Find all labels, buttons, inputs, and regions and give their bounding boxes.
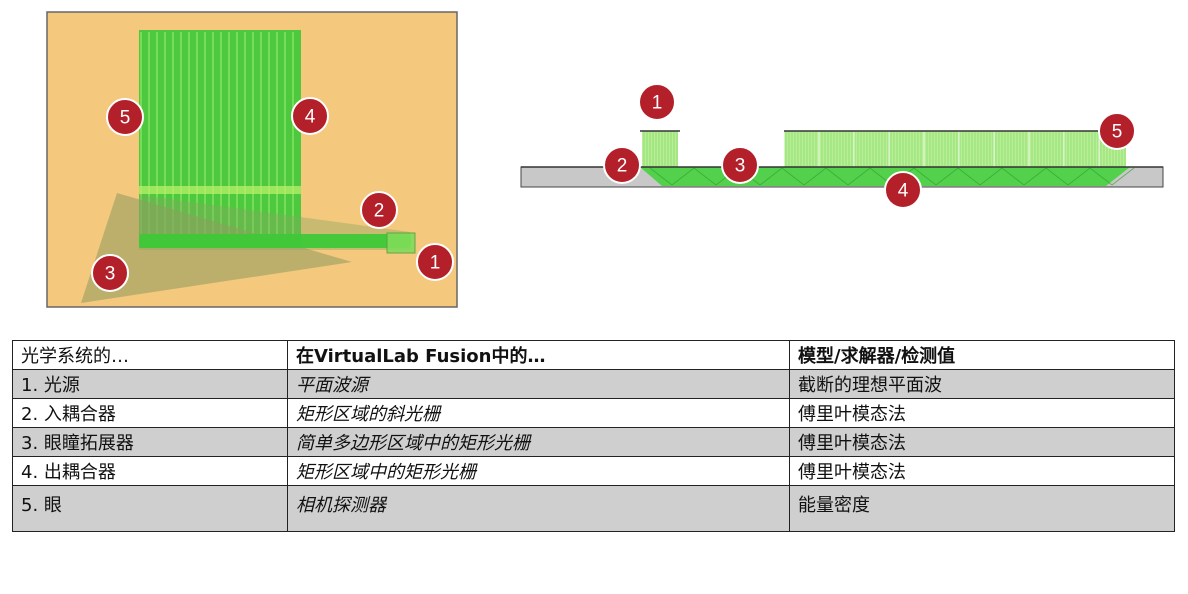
texture-line bbox=[693, 167, 717, 186]
texture-line bbox=[803, 167, 827, 186]
header-optical-part: 光学系统的… bbox=[12, 340, 288, 370]
cell-part: 4. 出耦合器 bbox=[12, 456, 288, 486]
cell-part: 2. 入耦合器 bbox=[12, 398, 288, 428]
source-beam-lines bbox=[643, 132, 678, 167]
texture-line bbox=[825, 167, 849, 186]
texture-line bbox=[671, 167, 695, 186]
header-vlf-component: 在VirtualLab Fusion中的… bbox=[287, 340, 790, 370]
cell-model: 傅里叶模态法 bbox=[789, 427, 1175, 457]
cell-vlf: 相机探测器 bbox=[287, 485, 790, 532]
texture-line bbox=[1067, 167, 1091, 186]
side-marker-3: 3 bbox=[721, 146, 759, 184]
eye-pupil-expander-grating bbox=[139, 234, 411, 248]
texture-line bbox=[649, 167, 673, 186]
texture-line bbox=[1111, 167, 1135, 186]
table-row: 1. 光源 平面波源 截断的理想平面波 bbox=[12, 369, 1175, 399]
side-view: 1 2 3 4 5 bbox=[520, 83, 1164, 209]
in-coupler-grating bbox=[386, 232, 416, 254]
cell-model: 傅里叶模态法 bbox=[789, 456, 1175, 486]
marker-label: 3 bbox=[735, 156, 746, 177]
texture-line bbox=[1023, 167, 1047, 186]
texture-line bbox=[759, 167, 783, 186]
table-header-row: 光学系统的… 在VirtualLab Fusion中的… 模型/求解器/检测值 bbox=[12, 340, 1175, 370]
marker-label: 3 bbox=[105, 264, 116, 285]
side-marker-4: 4 bbox=[884, 171, 922, 209]
top-marker-5: 5 bbox=[106, 98, 144, 136]
marker-label: 5 bbox=[1112, 122, 1123, 143]
cell-part: 3. 眼瞳拓展器 bbox=[12, 427, 288, 457]
side-marker-5: 5 bbox=[1098, 112, 1136, 150]
texture-line bbox=[1001, 167, 1025, 186]
system-diagram: 5 4 2 3 1 1 2 3 4 5 bbox=[46, 11, 1164, 308]
cell-vlf: 矩形区域中的矩形光栅 bbox=[287, 456, 790, 486]
cell-model: 傅里叶模态法 bbox=[789, 398, 1175, 428]
light-strip bbox=[139, 186, 301, 194]
top-marker-4: 4 bbox=[291, 97, 329, 135]
marker-label: 4 bbox=[305, 107, 316, 128]
cell-model: 截断的理想平面波 bbox=[789, 369, 1175, 399]
top-view: 5 4 2 3 1 bbox=[46, 11, 458, 308]
component-table: 光学系统的… 在VirtualLab Fusion中的… 模型/求解器/检测值 … bbox=[12, 340, 1175, 532]
out-coupled-beam bbox=[784, 131, 1126, 167]
table-row: 4. 出耦合器 矩形区域中的矩形光栅 傅里叶模态法 bbox=[12, 456, 1175, 486]
texture-line bbox=[847, 167, 871, 186]
texture-line bbox=[957, 167, 981, 186]
side-marker-1: 1 bbox=[638, 83, 676, 121]
cell-model: 能量密度 bbox=[789, 485, 1175, 532]
texture-line bbox=[935, 167, 959, 186]
texture-line bbox=[1045, 167, 1069, 186]
marker-label: 1 bbox=[652, 93, 663, 114]
marker-label: 1 bbox=[430, 253, 441, 274]
cell-vlf: 平面波源 bbox=[287, 369, 790, 399]
texture-line bbox=[781, 167, 805, 186]
marker-label: 2 bbox=[617, 156, 628, 177]
cell-part: 5. 眼 bbox=[12, 485, 288, 532]
cell-part: 1. 光源 bbox=[12, 369, 288, 399]
cell-vlf: 矩形区域的斜光栅 bbox=[287, 398, 790, 428]
table-row: 3. 眼瞳拓展器 简单多边形区域中的矩形光栅 傅里叶模态法 bbox=[12, 427, 1175, 457]
table-row: 5. 眼 相机探测器 能量密度 bbox=[12, 485, 1175, 532]
top-marker-1: 1 bbox=[416, 243, 454, 281]
texture-line bbox=[913, 167, 937, 186]
top-marker-3: 3 bbox=[91, 254, 129, 292]
marker-label: 2 bbox=[374, 201, 385, 222]
marker-label: 4 bbox=[898, 181, 909, 202]
marker-label: 5 bbox=[120, 108, 131, 129]
cell-vlf: 简单多边形区域中的矩形光栅 bbox=[287, 427, 790, 457]
side-marker-2: 2 bbox=[603, 146, 641, 184]
table-row: 2. 入耦合器 矩形区域的斜光栅 傅里叶模态法 bbox=[12, 398, 1175, 428]
header-model-solver: 模型/求解器/检测值 bbox=[789, 340, 1175, 370]
texture-line bbox=[1089, 167, 1113, 186]
source-beam bbox=[642, 131, 678, 167]
top-marker-2: 2 bbox=[360, 191, 398, 229]
texture-line bbox=[979, 167, 1003, 186]
